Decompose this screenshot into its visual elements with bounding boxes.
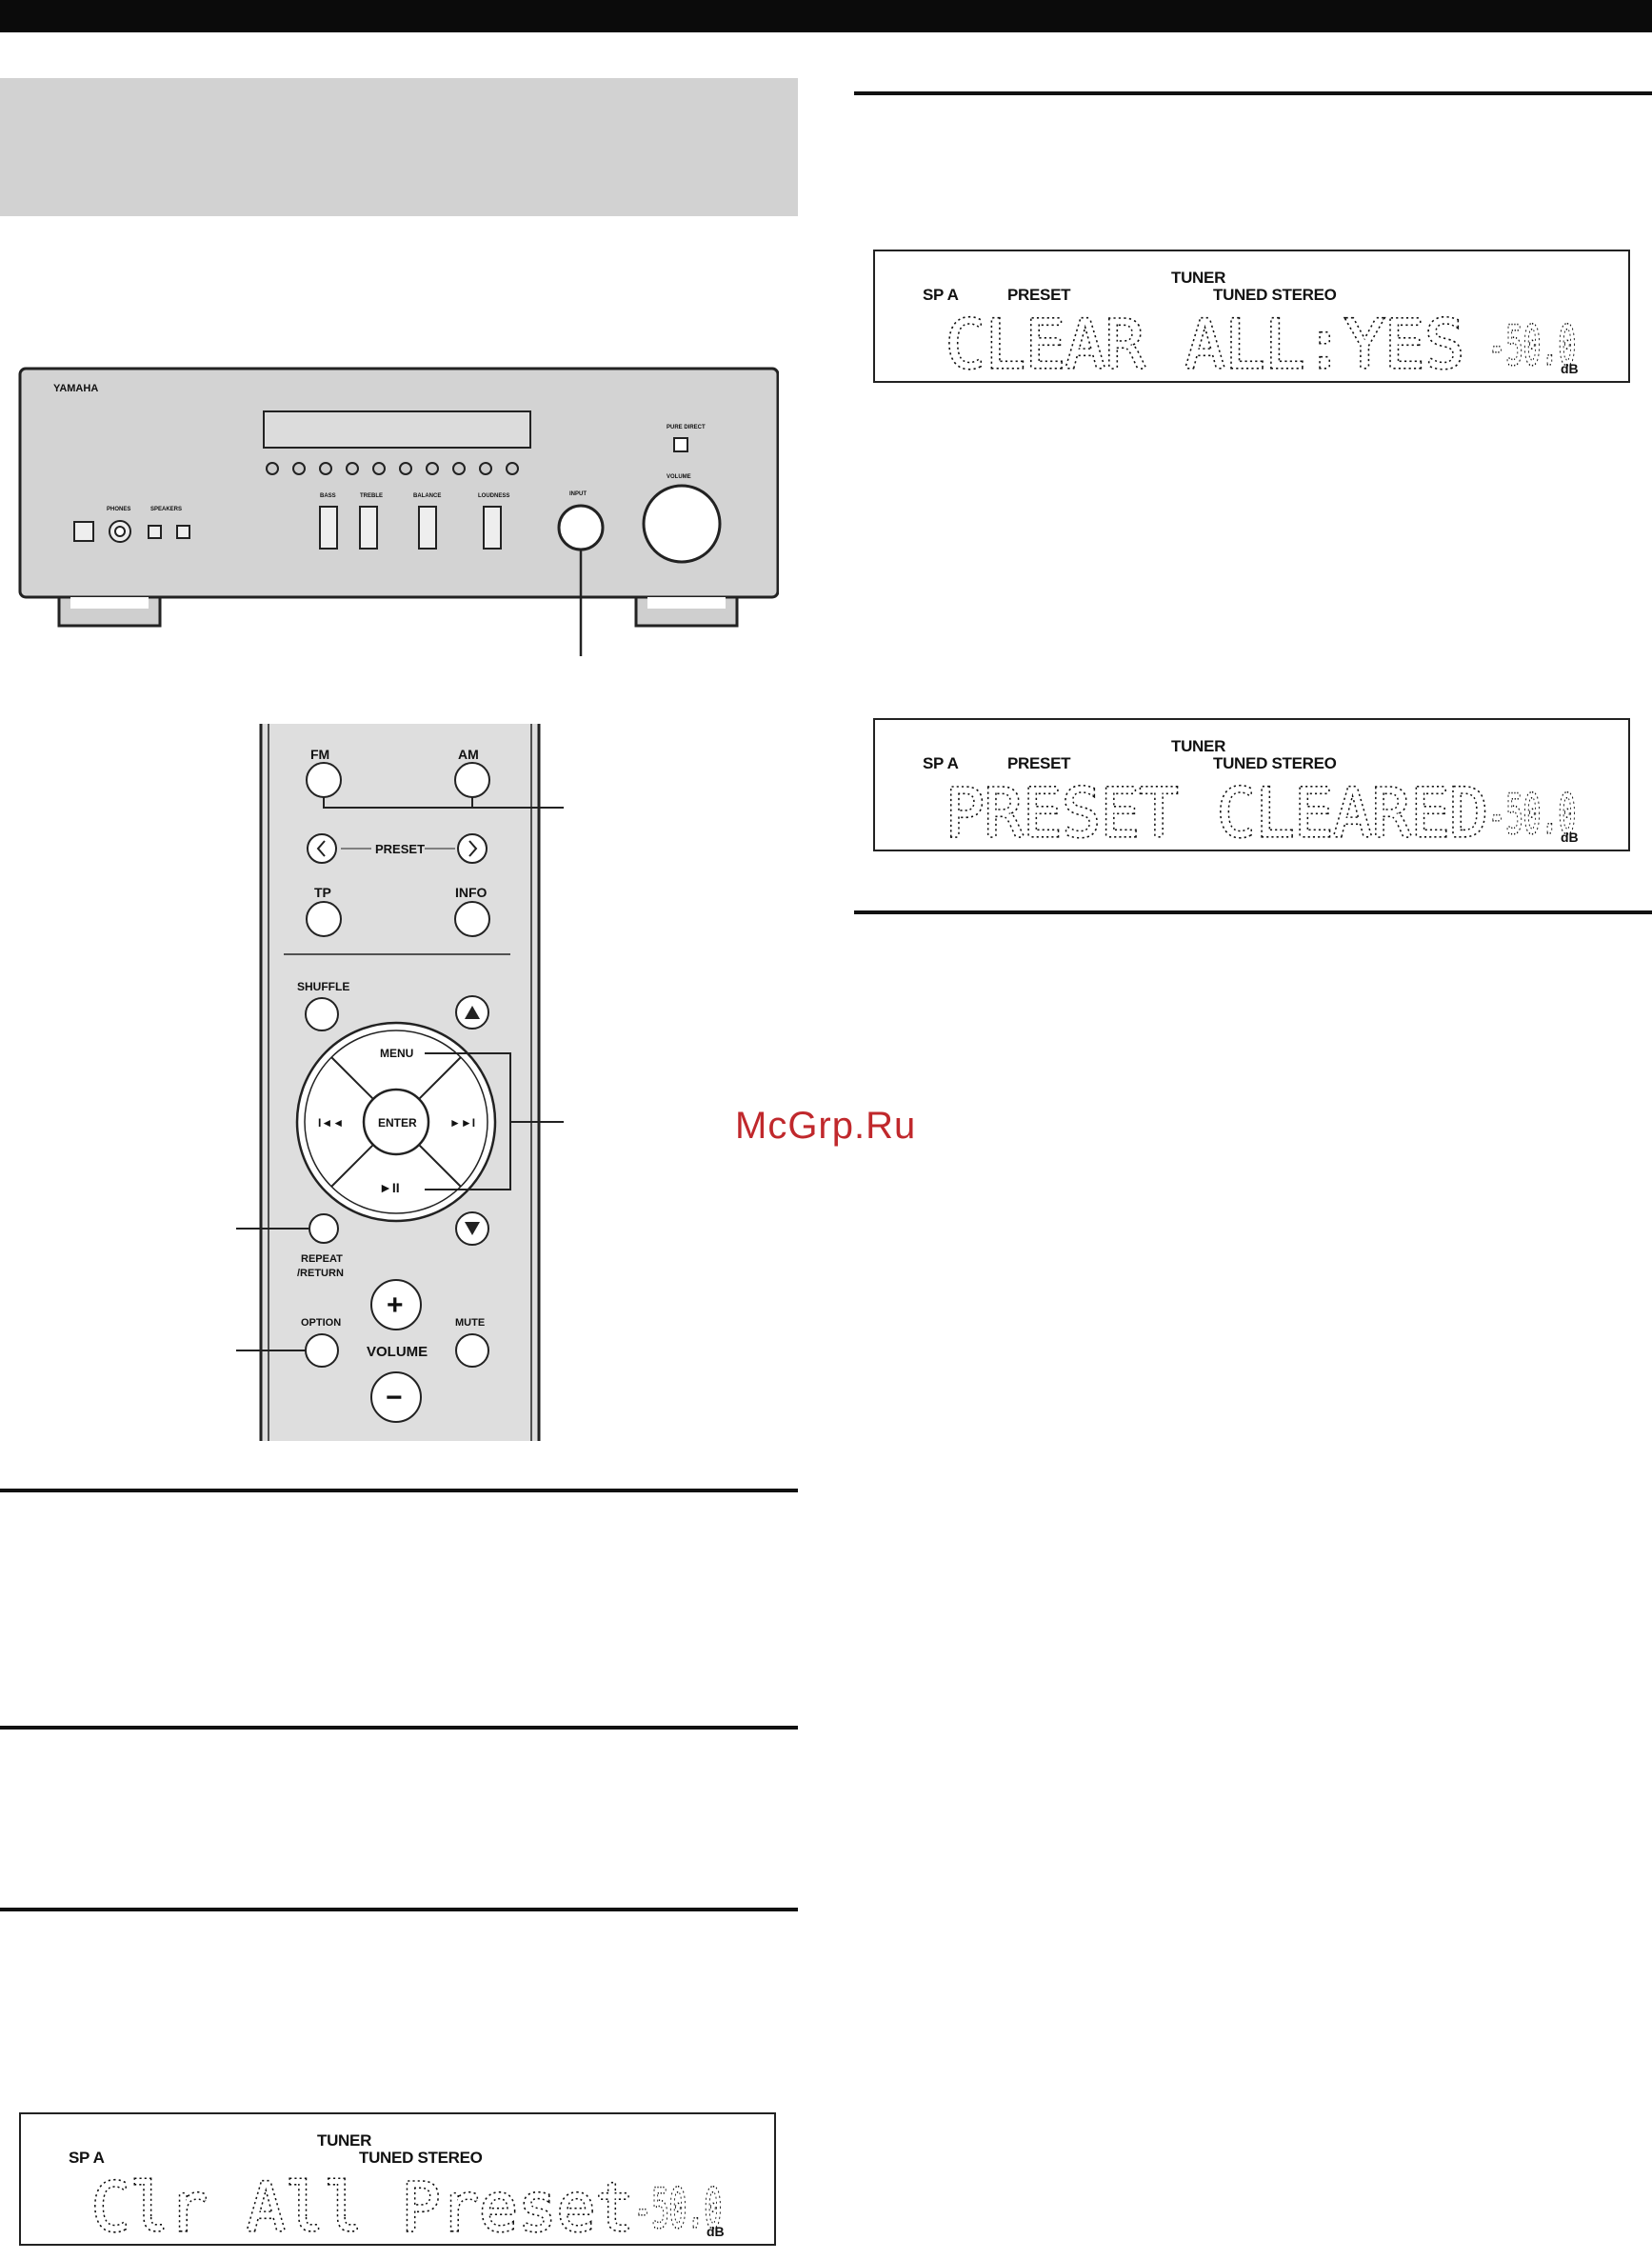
lcd-spa-label: SP A bbox=[923, 754, 959, 772]
svg-text:INPUT: INPUT bbox=[569, 491, 587, 497]
preset-right-button bbox=[457, 833, 488, 864]
lcd-tuned-stereo-label: TUNED STEREO bbox=[1213, 286, 1337, 304]
svg-text:VOLUME: VOLUME bbox=[667, 474, 691, 480]
lcd-main-text: PRESET CLEARED -50.0 dB bbox=[944, 772, 1579, 850]
menu-label: MENU bbox=[380, 1047, 413, 1060]
display-window bbox=[263, 410, 531, 449]
svg-text:SPEAKERS: SPEAKERS bbox=[150, 507, 182, 512]
enter-label: ENTER bbox=[378, 1116, 417, 1130]
lcd-spa-label: SP A bbox=[69, 2149, 105, 2167]
lcd-tuner-label: TUNER bbox=[1171, 269, 1226, 287]
lcd-preset-label: PRESET bbox=[1007, 754, 1071, 772]
preset-left-button bbox=[307, 833, 337, 864]
fm-label: FM bbox=[310, 747, 329, 762]
enter-button bbox=[362, 1088, 430, 1156]
am-button bbox=[454, 762, 490, 798]
option-label: OPTION bbox=[301, 1317, 341, 1329]
step-divider bbox=[0, 1908, 798, 1911]
mute-label: MUTE bbox=[455, 1317, 485, 1329]
lcd-main-text: Clr All Preset -50.0 dB bbox=[90, 2167, 725, 2244]
lcd-tuned-stereo-label: TUNED STEREO bbox=[359, 2149, 483, 2167]
preset-label: PRESET bbox=[375, 842, 425, 856]
lcd-spa-label: SP A bbox=[923, 286, 959, 304]
section-title-box bbox=[0, 78, 798, 216]
plus-label: + bbox=[387, 1290, 404, 1321]
repeat-label: REPEAT bbox=[301, 1253, 343, 1265]
lcd-text: CLEAR ALL:YES bbox=[945, 306, 1464, 381]
option-button bbox=[305, 1333, 339, 1368]
mute-button bbox=[455, 1333, 489, 1368]
shuffle-button bbox=[305, 997, 339, 1031]
svg-text:►II: ►II bbox=[379, 1180, 400, 1195]
lcd-tuner-label: TUNER bbox=[1171, 737, 1226, 755]
lcd-text: Clr All Preset bbox=[91, 2169, 634, 2244]
source-buttons bbox=[266, 462, 519, 475]
svg-text:PHONES: PHONES bbox=[107, 507, 130, 512]
svg-text:TREBLE: TREBLE bbox=[360, 493, 383, 499]
shuffle-label: SHUFFLE bbox=[297, 980, 349, 993]
receiver-illustration: YAMAHA BASS TREBLE BALANCE LOUDNESS PHON… bbox=[18, 367, 779, 656]
lcd-display-clr-all-preset: TUNER SP A TUNED STEREO Clr All Preset -… bbox=[19, 2112, 776, 2246]
lcd-volume: -50.0 bbox=[634, 2178, 722, 2240]
lcd-main-text: CLEAR ALL:YES -50.0 dB bbox=[944, 304, 1579, 381]
callout-line bbox=[236, 1228, 309, 1230]
repeat-return-button bbox=[309, 1213, 339, 1244]
step-divider bbox=[0, 1726, 798, 1730]
volume-plus-button bbox=[370, 1279, 422, 1330]
minus-label: − bbox=[386, 1382, 403, 1413]
lcd-text: PRESET CLEARED bbox=[945, 774, 1488, 850]
info-label: INFO bbox=[455, 885, 488, 900]
svg-text:►►I: ►►I bbox=[449, 1116, 475, 1130]
input-knob bbox=[557, 504, 605, 551]
svg-text:I◄◄: I◄◄ bbox=[318, 1116, 344, 1130]
step-divider bbox=[854, 91, 1652, 95]
brand-logo: YAMAHA bbox=[53, 383, 98, 394]
callout-line bbox=[236, 1350, 307, 1351]
svg-text:BALANCE: BALANCE bbox=[413, 493, 441, 499]
lcd-db: dB bbox=[1561, 361, 1579, 376]
step-divider bbox=[854, 910, 1652, 914]
lcd-volume: -50.0 bbox=[1488, 784, 1576, 846]
svg-text:BASS: BASS bbox=[320, 493, 336, 499]
volume-label: VOLUME bbox=[367, 1344, 428, 1360]
lcd-tuned-stereo-label: TUNED STEREO bbox=[1213, 754, 1337, 772]
step-divider bbox=[0, 1489, 798, 1492]
lcd-display-preset-cleared: TUNER SP A PRESET TUNED STEREO PRESET CL… bbox=[873, 718, 1630, 851]
svg-text:PURE DIRECT: PURE DIRECT bbox=[667, 425, 706, 430]
volume-minus-button bbox=[370, 1371, 422, 1423]
lcd-db: dB bbox=[707, 2224, 725, 2239]
header-bar bbox=[0, 0, 1652, 32]
remote-illustration: FM AM PRESET TP INFO SHUFFLE ENTER MENU … bbox=[259, 724, 564, 1441]
lcd-db: dB bbox=[1561, 830, 1579, 845]
volume-knob bbox=[642, 484, 722, 564]
lcd-volume: -50.0 bbox=[1488, 315, 1576, 377]
am-label: AM bbox=[458, 747, 479, 762]
tp-button bbox=[306, 901, 342, 937]
lcd-preset-label: PRESET bbox=[1007, 286, 1071, 304]
fm-button bbox=[306, 762, 342, 798]
return-label: /RETURN bbox=[297, 1268, 344, 1279]
svg-text:LOUDNESS: LOUDNESS bbox=[478, 493, 509, 499]
info-button bbox=[454, 901, 490, 937]
tp-label: TP bbox=[314, 885, 331, 900]
lcd-display-clear-all: TUNER SP A PRESET TUNED STEREO CLEAR ALL… bbox=[873, 250, 1630, 383]
lcd-tuner-label: TUNER bbox=[317, 2131, 372, 2150]
watermark-text: McGrp.Ru bbox=[735, 1105, 917, 1147]
